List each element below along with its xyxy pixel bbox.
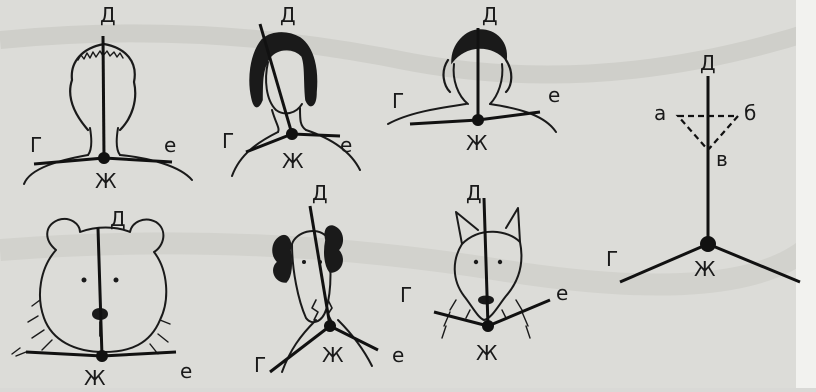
label-e: е — [392, 343, 404, 367]
label-e: е — [164, 133, 176, 157]
right-shoulder-line — [292, 134, 340, 136]
label-zh: Ж — [282, 149, 304, 173]
label-d: Д — [312, 181, 328, 205]
label-v: в — [716, 147, 728, 171]
junction-point — [324, 320, 336, 332]
label-g: Г — [222, 129, 234, 153]
eye — [498, 260, 502, 264]
label-g: Г — [254, 353, 266, 377]
label-e: е — [556, 281, 568, 305]
curly-ear-left — [273, 236, 291, 282]
label-zh: Ж — [476, 341, 498, 365]
label-e: е — [180, 359, 192, 383]
label-e: е — [340, 133, 352, 157]
label-a: а — [654, 101, 666, 125]
label-zh: Ж — [694, 257, 716, 281]
body-axis-line — [103, 36, 104, 158]
label-d: Д — [700, 51, 716, 75]
label-b: б — [744, 101, 756, 125]
label-zh: Ж — [322, 343, 344, 367]
junction-point — [482, 320, 494, 332]
label-zh: Ж — [84, 366, 106, 388]
label-d: Д — [466, 181, 482, 205]
label-e: е — [548, 83, 560, 107]
junction-point — [700, 236, 716, 252]
label-g: Г — [392, 89, 404, 113]
eye — [82, 278, 87, 283]
junction-point — [472, 114, 484, 126]
label-g: Г — [400, 283, 412, 307]
label-d: Д — [482, 3, 498, 27]
eye — [114, 278, 119, 283]
label-d: Д — [110, 207, 126, 231]
label-d: Д — [100, 3, 116, 27]
label-g: Г — [30, 133, 42, 157]
junction-point — [286, 128, 298, 140]
page-edge — [796, 0, 816, 388]
label-g: Г — [606, 247, 618, 271]
eye — [474, 260, 478, 264]
junction-point — [96, 350, 108, 362]
curly-ear-right — [325, 226, 342, 272]
junction-point — [98, 152, 110, 164]
label-d: Д — [280, 3, 296, 27]
label-zh: Ж — [466, 131, 488, 155]
label-zh: Ж — [95, 169, 117, 193]
eye — [302, 260, 306, 264]
